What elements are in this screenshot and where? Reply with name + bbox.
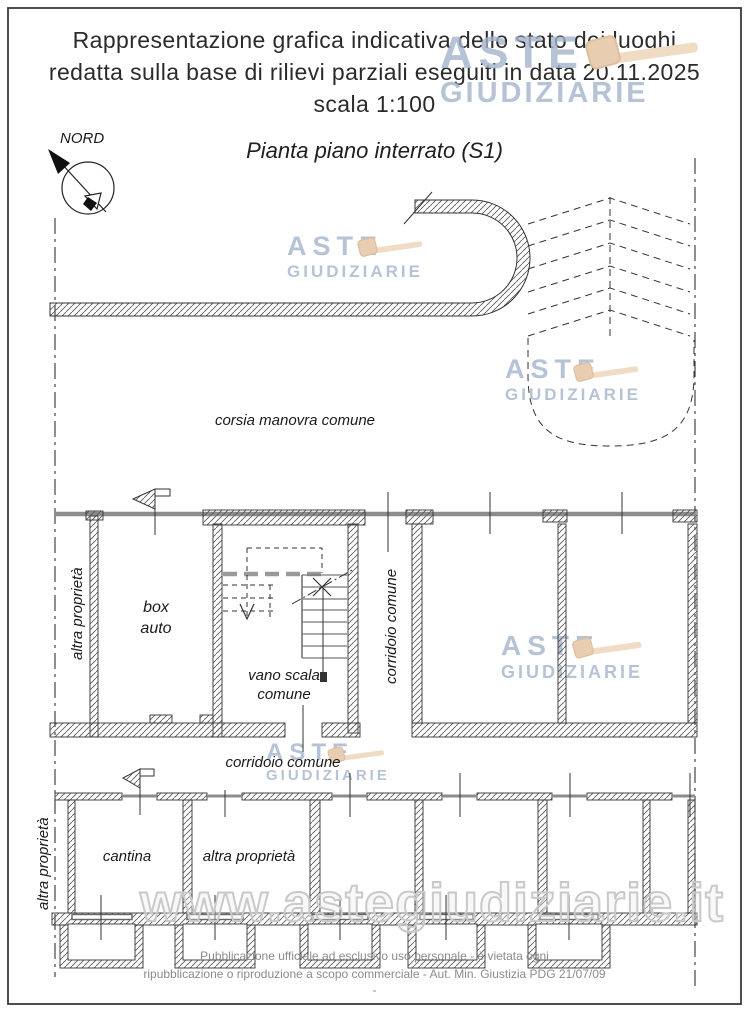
flag-marker-garage xyxy=(131,488,171,535)
compass-nord: NORD xyxy=(48,130,115,215)
footer-line2: ripubblicazione o riproduzione a scopo c… xyxy=(143,967,606,981)
wall-break-tick xyxy=(403,191,433,225)
ramp-above-dashed xyxy=(527,197,695,447)
label-cantina: cantina xyxy=(103,848,151,865)
gavel-icon xyxy=(573,362,639,382)
plan-labels: corsia manovra comune altra proprietà bo… xyxy=(35,412,400,910)
header-line3: scala 1:100 xyxy=(313,91,436,117)
label-altra-proprieta-cantina: altra proprietà xyxy=(203,848,296,865)
footer-dash: - xyxy=(372,983,377,997)
cellar-door-ticks xyxy=(224,773,691,817)
label-vano-scala-comune: comune xyxy=(257,686,310,703)
header-line1: Rappresentazione grafica indicativa dell… xyxy=(72,27,677,53)
compass-label: NORD xyxy=(60,130,104,147)
watermark-header: ASTE GIUDIZIARIE xyxy=(440,27,698,109)
watermark-corridor: ASTE GIUDIZIARIE xyxy=(266,739,390,784)
watermark-ramp: ASTE GIUDIZIARIE xyxy=(287,233,423,280)
label-vano-scala: vano scala xyxy=(248,667,320,684)
ramp-wall xyxy=(49,199,531,317)
flag-marker-corridor xyxy=(121,768,155,815)
garage-door-ticks xyxy=(302,492,623,752)
footer-line1: Pubblicazione ufficiale ad esclusivo uso… xyxy=(200,949,549,963)
watermark-right: ASTE GIUDIZIARIE xyxy=(505,356,641,403)
garage-walls xyxy=(49,515,698,738)
label-box: box xyxy=(143,599,170,616)
label-corridoio-horizontal: corridoio comune xyxy=(225,754,340,771)
label-altra-proprieta-garage: altra proprietà xyxy=(69,567,86,660)
gavel-icon xyxy=(585,35,698,70)
light-well-boxes xyxy=(59,895,611,969)
watermark-url: www.astegiudiziarie.it xyxy=(139,872,725,934)
label-corsia: corsia manovra comune xyxy=(215,412,375,429)
label-altra-proprieta-left: altra proprietà xyxy=(35,817,52,910)
staircase xyxy=(223,547,355,682)
plan-title: Pianta piano interrato (S1) xyxy=(246,138,503,163)
gavel-icon xyxy=(572,637,642,659)
watermark-word: GIUDIZIARIE xyxy=(440,77,649,109)
gavel-icon xyxy=(327,746,384,764)
watermark-word: ASTE xyxy=(440,27,585,78)
page-border xyxy=(7,7,742,1005)
label-box-auto: auto xyxy=(140,620,171,637)
label-corridoio-vertical: corridoio comune xyxy=(383,569,400,684)
watermark-room: ASTE GIUDIZIARIE xyxy=(501,632,643,681)
front-pillars xyxy=(85,509,698,526)
gavel-icon xyxy=(357,237,423,257)
